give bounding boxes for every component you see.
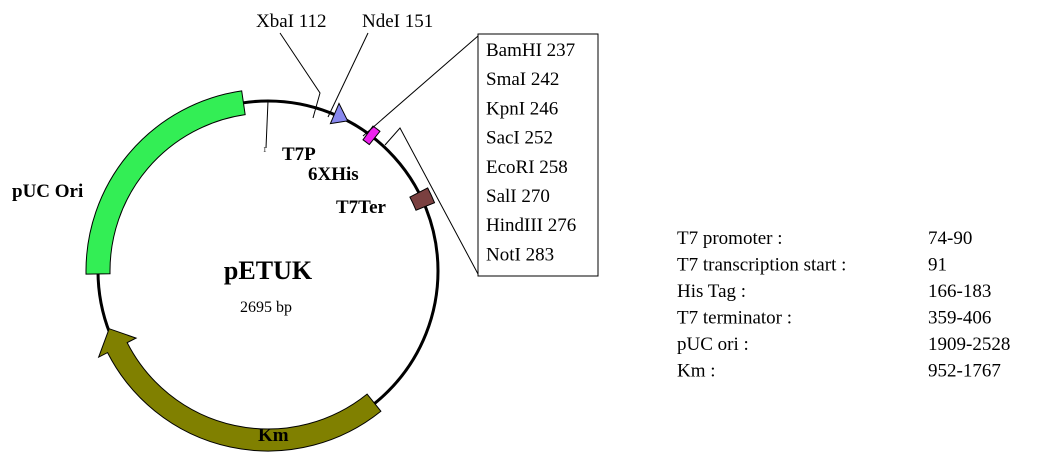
puc-ori-feature [85, 90, 246, 275]
mcs-site-6: HindIII 276 [486, 215, 576, 236]
legend-value-1: 91 [928, 255, 947, 276]
ndei-site-label: NdeI 151 [362, 11, 433, 32]
his-tag-label: 6XHis [308, 164, 359, 185]
feature-legend: T7 promoter : 74-90 T7 transcription start… [677, 228, 1010, 382]
t7ter-label: T7Ter [336, 197, 387, 218]
legend-name-5: Km : [677, 361, 716, 382]
km-feature-arrow [97, 328, 382, 452]
mcs-site-5: SalI 270 [486, 186, 550, 207]
t7-promoter-arrowhead [329, 102, 349, 125]
ndei-leader-line [327, 32, 369, 118]
mcs-site-3: SacI 252 [486, 128, 553, 149]
km-label: Km [258, 425, 289, 446]
mcs-site-2: KpnI 246 [486, 98, 558, 119]
origin-tick [265, 100, 269, 149]
legend-value-0: 74-90 [928, 228, 972, 249]
xbai-site-label: XbaI 112 [256, 11, 327, 32]
origin-tick-label: 1 [263, 146, 267, 154]
t7-terminator-box [409, 187, 436, 211]
plasmid-name: pETUK [224, 256, 313, 285]
t7p-label: T7P [282, 144, 316, 165]
legend-name-3: T7 terminator : [677, 308, 792, 329]
legend-value-4: 1909-2528 [928, 334, 1010, 355]
mcs-site-1: SmaI 242 [486, 69, 559, 90]
legend-value-5: 952-1767 [928, 361, 1001, 382]
mcs-leader-bottom [384, 127, 479, 275]
puc-ori-label: pUC Ori [12, 181, 83, 202]
mcs-leader-top [362, 35, 479, 137]
legend-value-2: 166-183 [928, 281, 991, 302]
legend-name-1: T7 transcription start : [677, 255, 846, 276]
legend-name-0: T7 promoter : [677, 228, 783, 249]
legend-name-2: His Tag : [677, 281, 746, 302]
legend-name-4: pUC ori : [677, 334, 749, 355]
plasmid-size: 2695 bp [240, 299, 292, 316]
his-tag-box [362, 125, 381, 146]
xbai-leader-line [279, 32, 321, 119]
mcs-site-0: BamHI 237 [486, 40, 575, 61]
legend-value-3: 359-406 [928, 308, 991, 329]
mcs-site-4: EcoRI 258 [486, 157, 568, 178]
mcs-box [477, 33, 599, 277]
mcs-site-7: NotI 283 [486, 244, 554, 265]
